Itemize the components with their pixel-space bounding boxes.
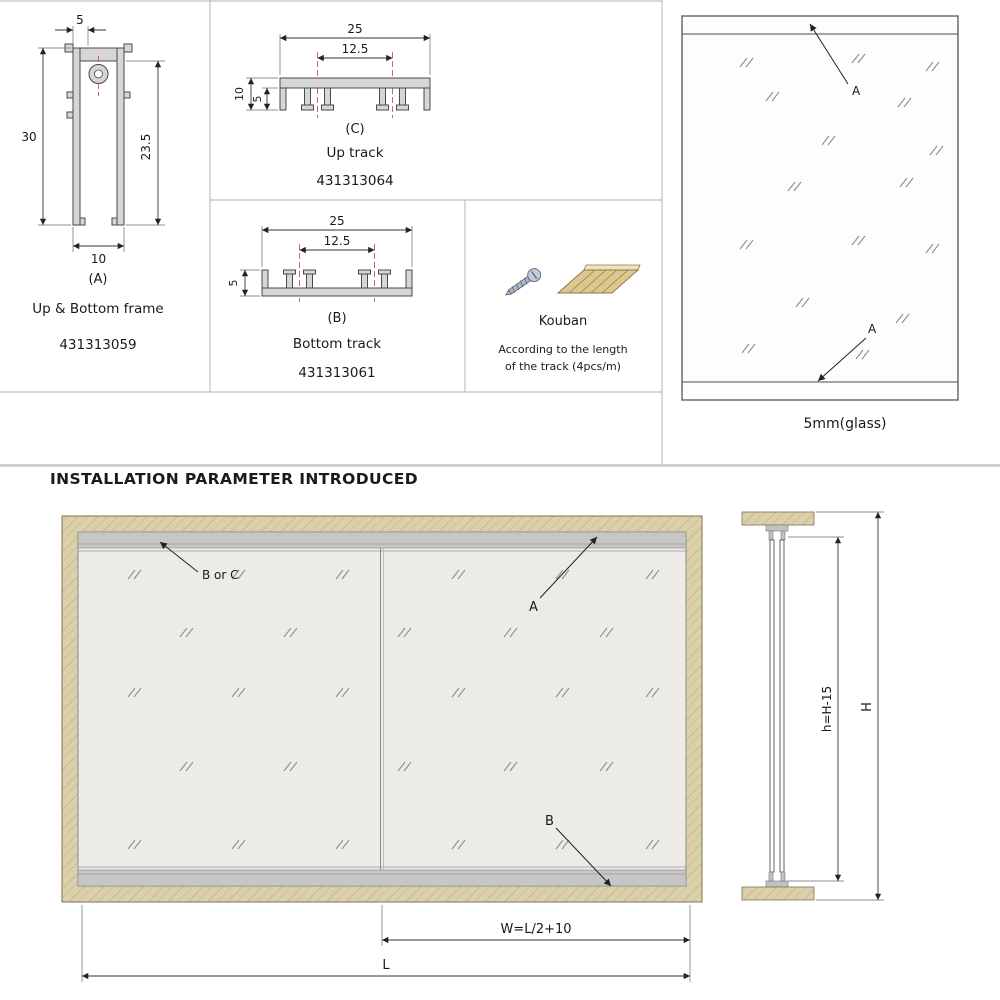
kouban-name: Kouban xyxy=(539,314,588,329)
kouban-note-line2: of the track (4pcs/m) xyxy=(505,360,621,373)
profile-a-dimensions: 5 30 23.5 10 xyxy=(21,13,165,266)
bottom-board xyxy=(741,886,815,901)
up-track-dimensions: 25 12.5 10 5 xyxy=(233,22,431,111)
profile-a-name: Up & Bottom frame xyxy=(32,301,163,317)
section-view: h=H-15 H xyxy=(741,511,884,901)
up-track-name: Up track xyxy=(326,145,383,161)
bottom-track-drawing xyxy=(261,244,413,302)
dim-total-length: L xyxy=(382,958,390,973)
dim-panel-width: W=L/2+10 xyxy=(500,922,571,937)
dim-a-inner-height: 23.5 xyxy=(139,134,153,161)
kouban-panel: Kouban According to the length of the tr… xyxy=(498,264,641,373)
section-divider xyxy=(0,464,1000,467)
kouban-note-line1: According to the length xyxy=(498,343,627,356)
installation-dimensions: W=L/2+10 L xyxy=(81,905,691,982)
glass-outline xyxy=(681,15,959,401)
dim-a-top-width: 5 xyxy=(76,13,84,27)
section-title: INSTALLATION PARAMETER INTRODUCED xyxy=(50,470,418,488)
glass-panel: A A 5mm(glass) xyxy=(681,15,959,432)
callout-frame: A xyxy=(529,600,538,615)
callout-top-track: B or C xyxy=(202,568,239,582)
dim-door-height: h=H-15 xyxy=(820,686,834,732)
door-panel-section-2 xyxy=(779,539,785,873)
dim-a-overall-height: 30 xyxy=(21,130,36,144)
glass-callout-bottom: A xyxy=(868,322,877,336)
bottom-track-dimensions: 25 12.5 5 xyxy=(227,214,413,297)
dim-c-slot-spacing: 12.5 xyxy=(342,42,369,56)
profile-a-label: (A) xyxy=(88,272,107,287)
up-track-panel: 25 12.5 10 5 (C) Up track 431313064 xyxy=(233,22,431,189)
dim-c-height: 10 xyxy=(233,87,246,101)
bottom-track-band xyxy=(77,869,687,887)
profile-a-panel: 5 30 23.5 10 (A) Up & Bottom frame 43131… xyxy=(21,13,165,353)
dim-c-slot-depth: 5 xyxy=(251,96,264,103)
dim-b-height: 5 xyxy=(227,280,240,287)
dim-a-bottom-width: 10 xyxy=(91,252,106,266)
bottom-track-name: Bottom track xyxy=(293,336,381,352)
dim-b-width: 25 xyxy=(329,214,344,228)
callout-bottom-track: B xyxy=(545,814,554,829)
bottom-track-label: (B) xyxy=(327,311,346,326)
top-board xyxy=(741,511,815,526)
glass-caption: 5mm(glass) xyxy=(803,416,886,432)
profile-a-part-number: 431313059 xyxy=(59,337,136,353)
bottom-track-part-number: 431313061 xyxy=(298,365,375,381)
dim-b-slot-spacing: 12.5 xyxy=(324,234,351,248)
screw-icon xyxy=(505,268,542,296)
bottom-track-panel: 25 12.5 5 (B) Bottom track 431313061 xyxy=(227,214,413,381)
up-track-drawing xyxy=(279,52,431,118)
up-track-part-number: 431313064 xyxy=(316,173,393,189)
up-track-label: (C) xyxy=(345,122,364,137)
dim-total-height: H xyxy=(860,702,875,712)
door-panel-section-1 xyxy=(769,539,775,873)
door-opening xyxy=(77,531,687,887)
dim-c-width: 25 xyxy=(347,22,362,36)
glass-callout-top: A xyxy=(852,84,861,98)
profile-a-drawing xyxy=(64,43,133,226)
panel-grid xyxy=(0,0,1000,467)
section-view-dimensions: h=H-15 H xyxy=(788,511,884,901)
kouban-bracket-icon xyxy=(556,264,641,294)
installation-diagram: B or C A B W=L/2+10 L xyxy=(61,515,703,982)
